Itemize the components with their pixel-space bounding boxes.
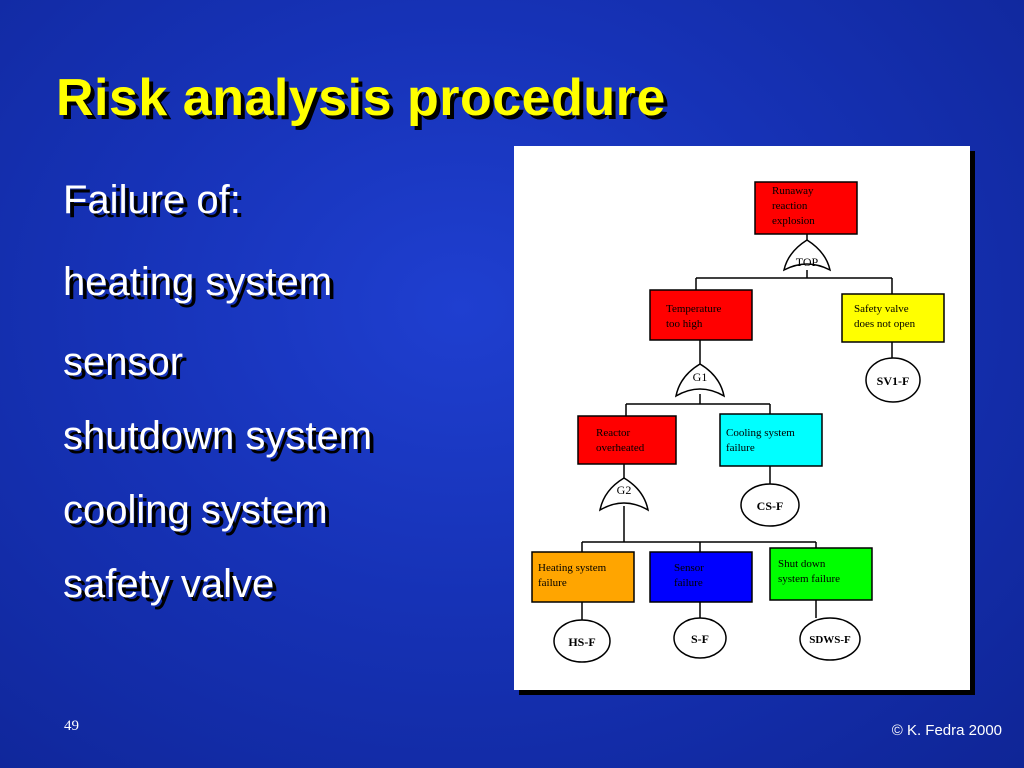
reactor-overheated-box: Reactor overheated [577,415,677,465]
s-basic-event: S-F [673,617,727,659]
hs-basic-event: HS-F [553,619,611,663]
top-event-label-line-2: reaction [772,200,808,212]
cs-basic-event: CS-F [740,483,800,527]
temperature-label-line-1: Temperature [666,303,722,315]
safety-valve-label-line-1: Safety valve [854,303,909,315]
top-event-label-line-1: Runaway [772,185,814,197]
heating-label-line-1: Heating system [538,562,607,574]
connector-lines [581,234,893,620]
list-item-heating-system: heating system [63,260,333,304]
copyright-notice: © K. Fedra 2000 [891,722,1002,739]
heating-label-line-2: failure [538,577,567,589]
temperature-label-line-2: too high [666,318,703,330]
cooling-label-line-2: failure [726,442,755,454]
or-gate-icon [674,363,726,398]
list-item-safety-valve: safety valve [63,562,275,606]
heating-fill [531,551,635,603]
sensor-fill [649,551,753,603]
sdws-event-label: SDWS-F [809,634,851,646]
shutdown-system-failure-box: Shut down system failure [769,547,873,601]
fault-tree-diagram: Runaway reaction explosion TOP Temperatu… [531,181,945,663]
s-event-label: S-F [691,632,709,646]
list-heading: Failure of: [63,178,241,222]
page-number: 49 [64,718,79,734]
heating-system-failure-box: Heating system failure [531,551,635,603]
top-event-label-line-3: explosion [772,215,815,227]
or-gate-icon [782,239,832,272]
basic-event-circle-icon [553,619,611,663]
top-event-runaway-reaction-box: Runaway reaction explosion [754,181,858,235]
g1-or-gate: G1 [674,363,726,398]
hs-event-label: HS-F [568,635,595,649]
cooling-system-failure-box: Cooling system failure [719,413,823,467]
temperature-too-high-box: Temperature too high [649,289,753,341]
g2-or-gate: G2 [598,477,650,512]
reactor-fill [577,415,677,465]
basic-event-circle-icon [799,617,861,661]
top-gate-label: TOP [796,255,819,269]
sv1-basic-event: SV1-F [865,357,921,403]
sensor-failure-box: Sensor failure [649,551,753,603]
basic-event-circle-icon [673,617,727,659]
safety-valve-box: Safety valve does not open [841,293,945,343]
shutdown-label-line-2: system failure [778,573,840,585]
shutdown-label-line-1: Shut down [778,558,826,570]
basic-event-circle-icon [740,483,800,527]
fault-tree-panel: Runaway reaction explosion TOP Temperatu… [514,146,970,690]
reactor-label-line-2: overheated [596,442,645,454]
sdws-basic-event: SDWS-F [799,617,861,661]
cooling-label-line-1: Cooling system [726,427,795,439]
cooling-fill [719,413,823,467]
g1-gate-label: G1 [693,370,708,384]
sv1-event-label: SV1-F [877,374,910,388]
or-gate-icon [598,477,650,512]
shutdown-fill [769,547,873,601]
list-item-sensor: sensor [63,340,184,384]
reactor-label-line-1: Reactor [596,427,631,439]
top-or-gate: TOP [782,239,832,272]
cs-event-label: CS-F [757,499,784,513]
sensor-label-line-1: Sensor [674,562,704,574]
safety-valve-label-line-2: does not open [854,318,916,330]
slide-title: Risk analysis procedure [56,69,666,127]
temperature-fill [649,289,753,341]
top-event-fill [754,181,858,235]
g2-gate-label: G2 [617,483,632,497]
list-item-cooling-system: cooling system [63,488,328,532]
sensor-label-line-2: failure [674,577,703,589]
list-item-shutdown-system: shutdown system [63,414,373,458]
basic-event-circle-icon [865,357,921,403]
safety-valve-fill [841,293,945,343]
